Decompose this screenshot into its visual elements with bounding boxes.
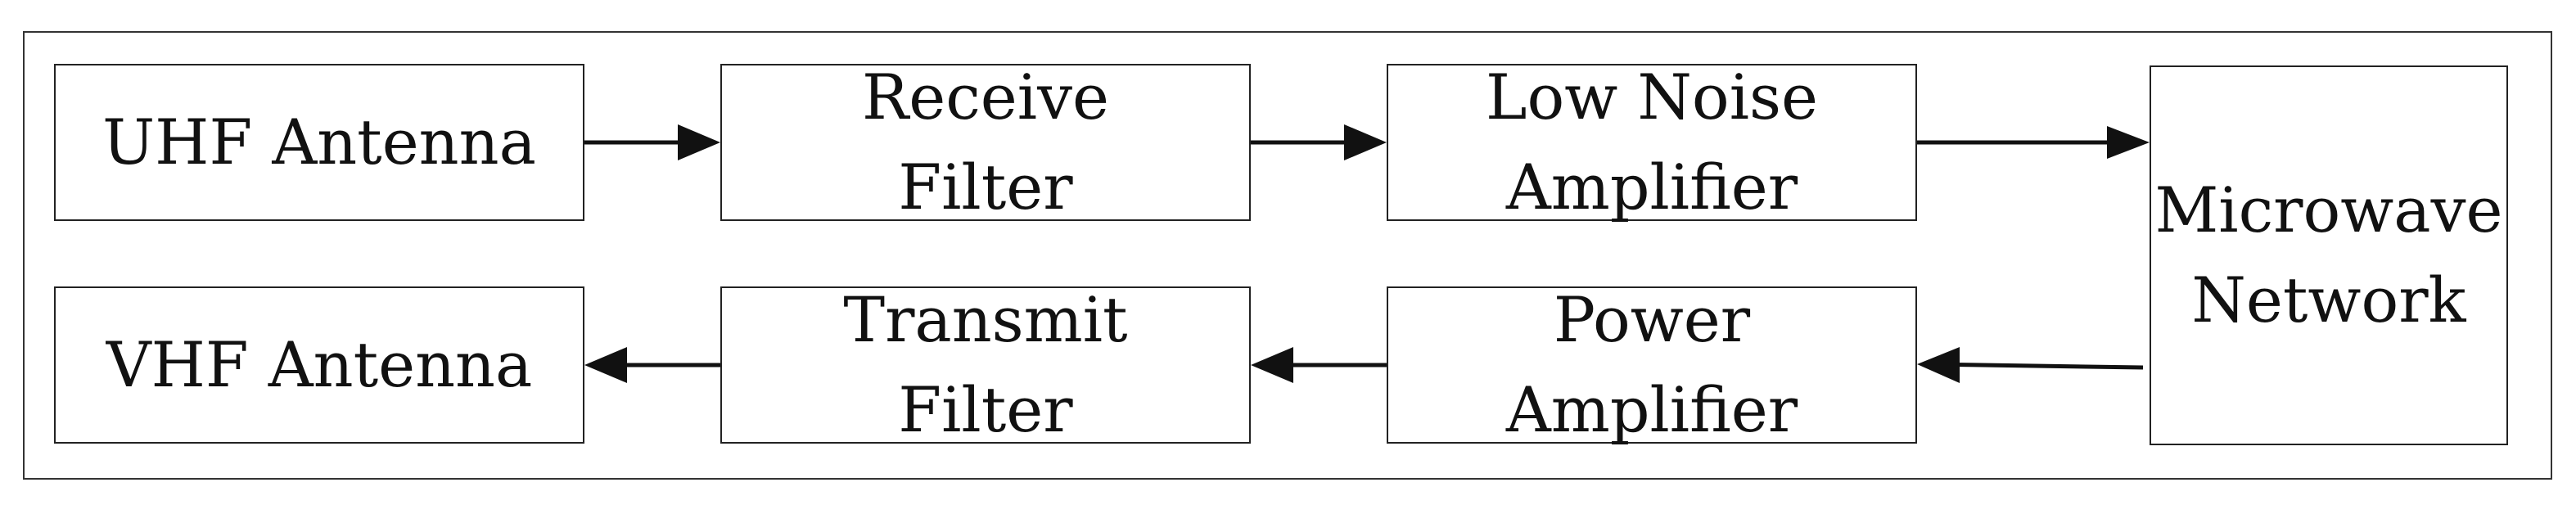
- receive-filter-block: Receive Filter: [720, 61, 1251, 223]
- arrowhead-uhf-to-receive: [678, 124, 720, 160]
- uhf-antenna-block: UHF Antenna: [54, 64, 584, 221]
- arrow-microwave-to-power: [1924, 362, 2144, 370]
- arrowhead-lna-to-microwave: [2107, 126, 2150, 159]
- vhf-antenna-block: VHF Antenna: [54, 286, 584, 444]
- arrowhead-power-to-transmit: [1251, 347, 1293, 383]
- transmit-filter-label-line1: Transmit: [843, 283, 1128, 356]
- power-amplifier-label-line1: Power: [1553, 283, 1751, 356]
- uhf-antenna-label: UHF Antenna: [102, 106, 536, 178]
- microwave-network-label-line2: Network: [2191, 264, 2466, 336]
- low-noise-amplifier-label-line1: Low Noise: [1486, 61, 1818, 133]
- transmit-filter-block: Transmit Filter: [720, 283, 1251, 446]
- power-amplifier-block: Power Amplifier: [1387, 283, 1917, 446]
- microwave-network-block: Microwave Network: [2150, 65, 2508, 445]
- receive-filter-label-line1: Receive: [862, 61, 1109, 133]
- low-noise-amplifier-label-line2: Amplifier: [1505, 151, 1798, 223]
- arrowhead-transmit-to-vhf: [584, 347, 627, 383]
- arrowhead-receive-to-lna: [1344, 124, 1387, 160]
- arrowhead-microwave-to-power: [1917, 347, 1960, 383]
- transmit-filter-label-line2: Filter: [898, 373, 1073, 446]
- microwave-network-label-line1: Microwave: [2154, 174, 2503, 246]
- diagram-frame: [23, 31, 2552, 480]
- vhf-antenna-label: VHF Antenna: [106, 328, 533, 401]
- power-amplifier-label-line2: Amplifier: [1505, 373, 1798, 446]
- low-noise-amplifier-block: Low Noise Amplifier: [1387, 61, 1917, 223]
- receive-filter-label-line2: Filter: [898, 151, 1073, 223]
